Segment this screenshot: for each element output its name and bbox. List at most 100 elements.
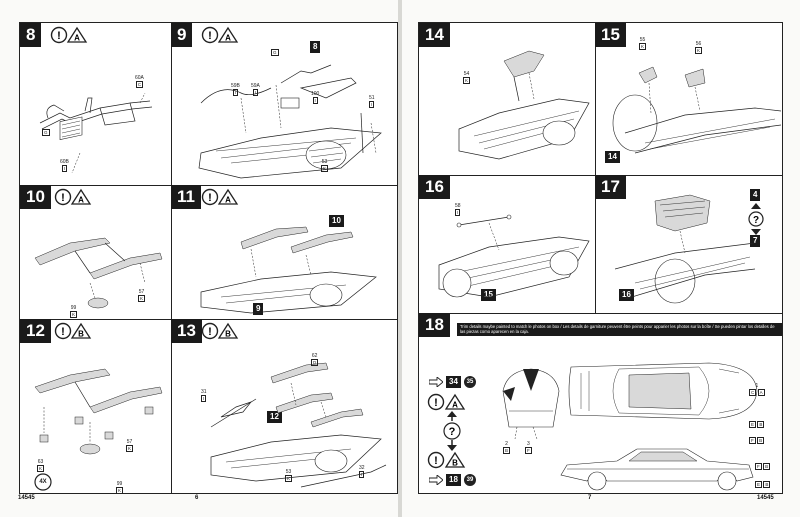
page-number: 6 bbox=[195, 495, 199, 501]
step-reference-badge: 12 bbox=[267, 411, 282, 423]
arrow-icon bbox=[429, 377, 443, 387]
svg-text:A: A bbox=[78, 196, 84, 205]
step-17-panel: 17 4 7 16 ? bbox=[595, 175, 782, 314]
warning-icon: ! A bbox=[50, 26, 88, 44]
step-reference-badge: 15 bbox=[481, 289, 496, 301]
svg-text:!: ! bbox=[434, 455, 438, 467]
step-17-diagram bbox=[615, 194, 755, 304]
step-15-diagram bbox=[612, 66, 781, 154]
step-reference-badge: 8 bbox=[310, 41, 321, 53]
step-8-number: 8 bbox=[20, 23, 42, 47]
svg-text:?: ? bbox=[449, 426, 456, 438]
warning-icon: ! A bbox=[54, 188, 92, 206]
step-9-number: 9 bbox=[171, 23, 193, 47]
warning-icon: ! A bbox=[201, 26, 239, 44]
arrow-icon bbox=[429, 475, 443, 485]
svg-text:A: A bbox=[452, 401, 458, 410]
quantity-label: 4X bbox=[39, 479, 47, 485]
svg-text:!: ! bbox=[434, 397, 438, 409]
photo-reference-icon bbox=[464, 376, 476, 388]
page-gutter bbox=[398, 0, 402, 517]
car-top-view-diagram bbox=[568, 362, 758, 420]
step-10-diagram bbox=[34, 237, 163, 309]
svg-text:B: B bbox=[78, 330, 84, 339]
svg-text:!: ! bbox=[208, 30, 212, 42]
step-16-diagram bbox=[438, 214, 590, 298]
figure-reference-label: 39 bbox=[466, 477, 474, 483]
catalog-number: 14545 bbox=[18, 495, 35, 501]
step-reference-badge: 7 bbox=[750, 235, 761, 247]
part-label: G bbox=[42, 129, 50, 136]
svg-text:A: A bbox=[225, 34, 231, 43]
paint-notice: Trim details maybe painted to match le p… bbox=[457, 323, 782, 336]
step-11-number: 11 bbox=[171, 185, 201, 209]
step-10-number: 10 bbox=[20, 185, 51, 209]
svg-text:?: ? bbox=[753, 215, 759, 226]
svg-text:!: ! bbox=[61, 326, 65, 338]
part-label: G bbox=[271, 49, 279, 56]
step-12-diagram bbox=[34, 368, 163, 455]
step-12-number: 12 bbox=[20, 319, 51, 343]
hood-detail-diagram bbox=[502, 368, 560, 440]
step-15-number: 15 bbox=[595, 23, 626, 47]
photo-reference-icon bbox=[464, 474, 476, 486]
catalog-number: 14545 bbox=[757, 495, 774, 501]
step-9-diagram bbox=[198, 64, 382, 179]
step-18-number: 18 bbox=[419, 313, 450, 337]
part-label: E B bbox=[749, 421, 765, 428]
step-reference-badge: 14 bbox=[605, 151, 620, 163]
step-11-panel: 11 ! A 10 9 bbox=[171, 185, 397, 320]
warning-icon: ! B bbox=[54, 322, 92, 340]
step-11-diagram bbox=[200, 226, 377, 314]
svg-text:A: A bbox=[74, 34, 80, 43]
warning-icon: ! B bbox=[201, 322, 239, 340]
svg-text:!: ! bbox=[208, 326, 212, 338]
figure-reference-badge: 18 bbox=[446, 474, 461, 486]
svg-text:A: A bbox=[225, 196, 231, 205]
warning-icon: ! A bbox=[427, 393, 466, 411]
step-reference-badge: 16 bbox=[619, 289, 634, 301]
step-8-diagram bbox=[39, 92, 153, 174]
either-or-icon: ? bbox=[443, 411, 461, 451]
warning-icon: ! A bbox=[201, 188, 239, 206]
svg-text:B: B bbox=[225, 330, 231, 339]
step-reference-badge: 9 bbox=[253, 303, 264, 315]
part-label: F B bbox=[749, 437, 765, 444]
svg-text:!: ! bbox=[57, 30, 61, 42]
step-14-diagram bbox=[458, 50, 590, 160]
step-13-diagram bbox=[210, 362, 387, 488]
figure-reference-label: 35 bbox=[466, 379, 474, 385]
page-number: 7 bbox=[588, 495, 592, 501]
step-14-number: 14 bbox=[419, 23, 450, 47]
svg-text:B: B bbox=[452, 459, 458, 468]
svg-text:!: ! bbox=[208, 192, 212, 204]
